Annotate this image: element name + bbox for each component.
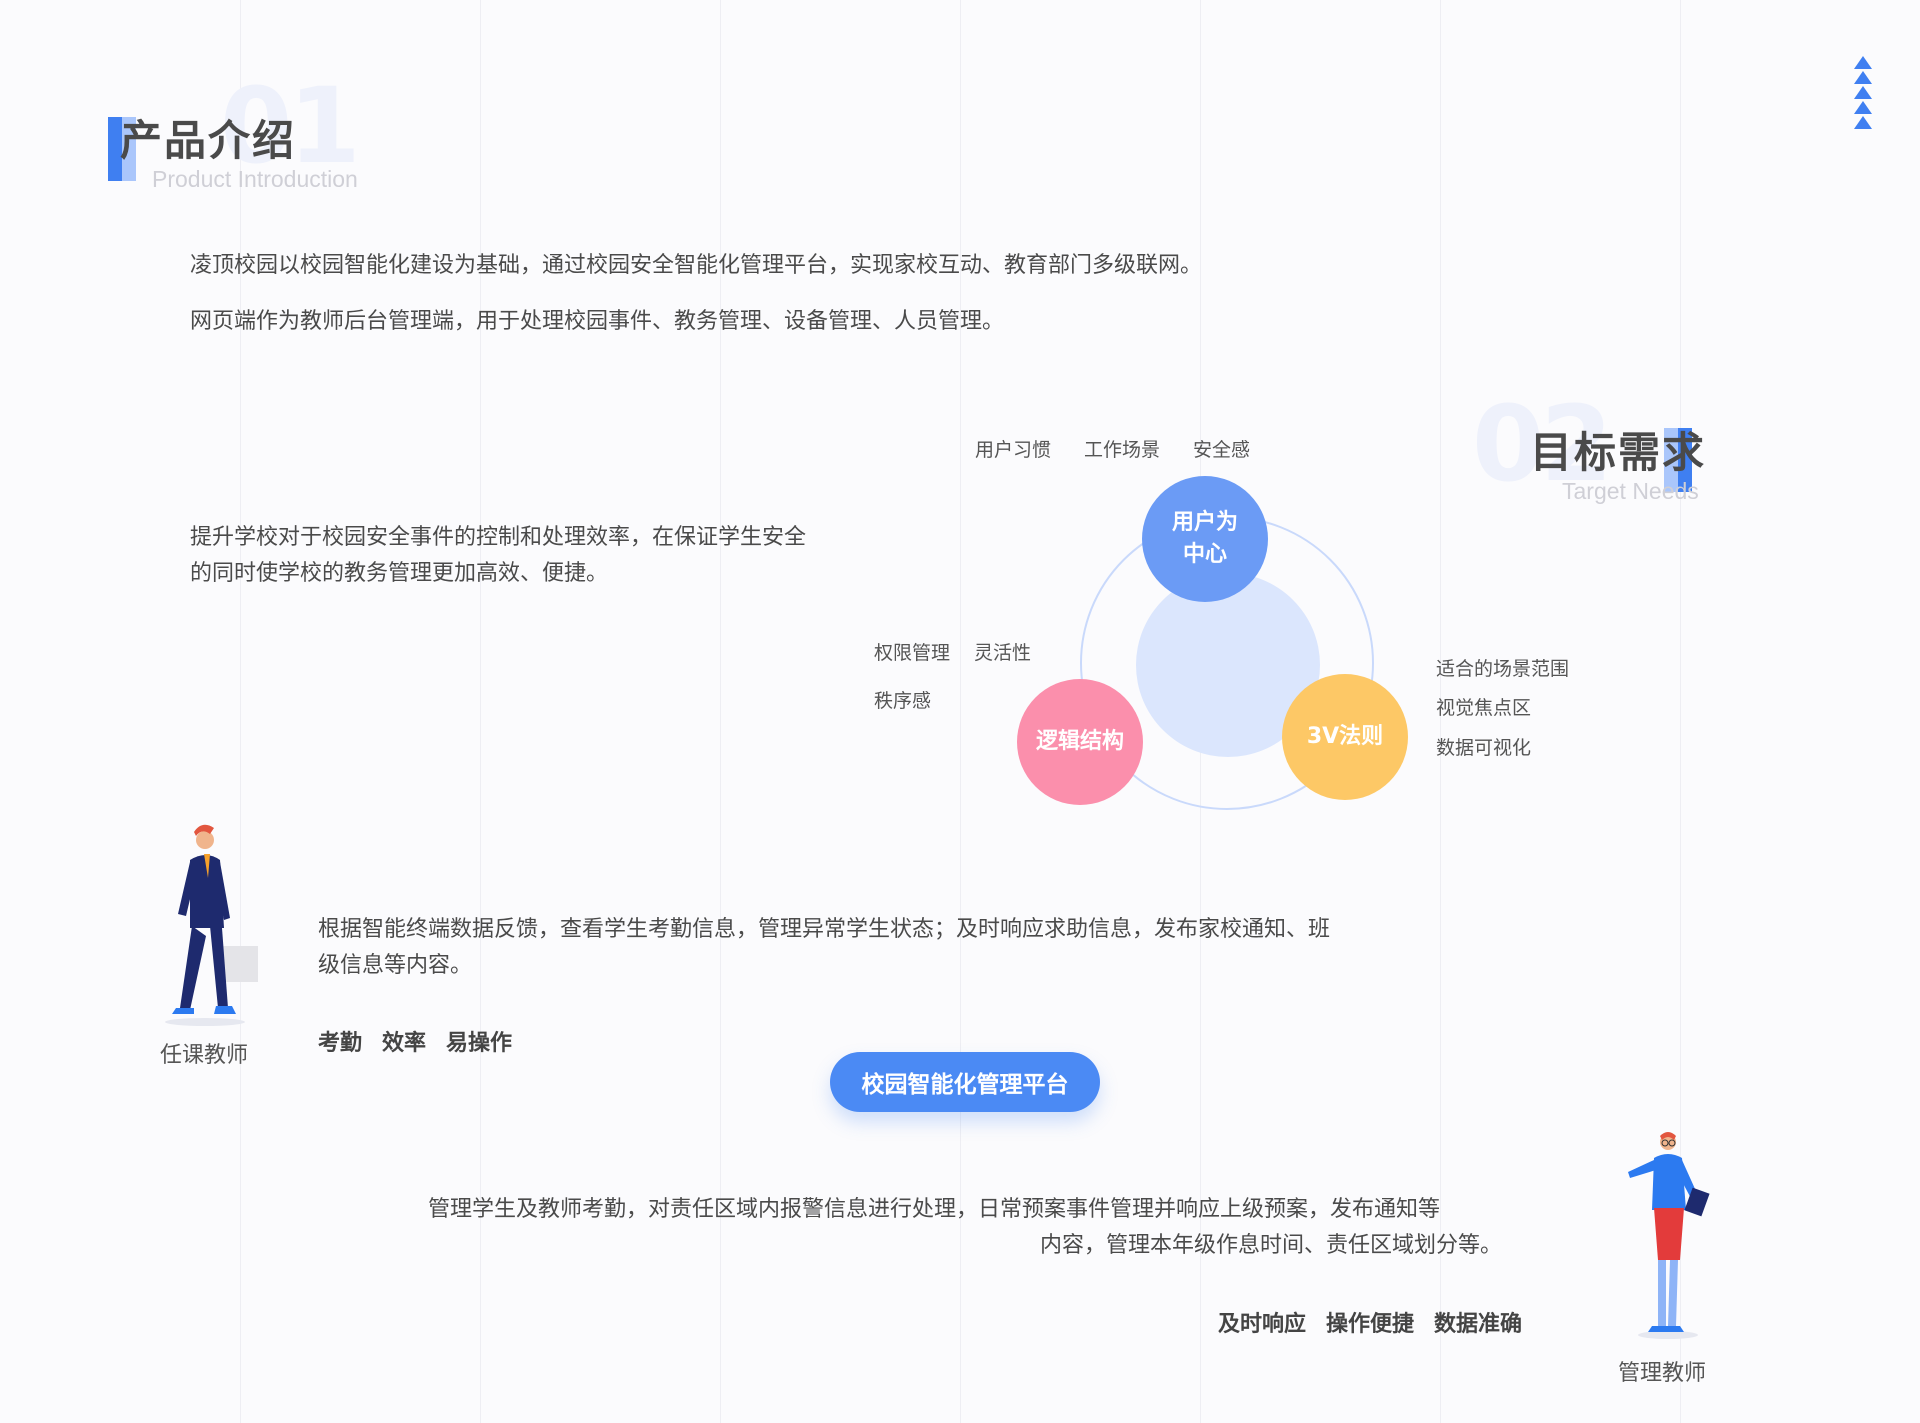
section1-paragraph-1: 凌顶校园以校园智能化建设为基础，通过校园安全智能化管理平台，实现家校互动、教育部… <box>190 253 1203 278</box>
tag-user-habit: 用户习惯 <box>975 439 1052 461</box>
tag-order: 秩序感 <box>874 690 932 712</box>
section2-accent-bar <box>1678 428 1692 492</box>
section2-accent-bar-light <box>1664 428 1678 492</box>
logic-structure-circle: 逻辑结构 <box>1017 679 1143 805</box>
teacher-illustration-icon <box>165 824 258 1026</box>
manager-description-line-1: 管理学生及教师考勤，对责任区域内报警信息进行处理，日常预案事件管理并响应上级预案… <box>428 1197 1441 1222</box>
user-centered-label-2: 中心 <box>1182 542 1227 567</box>
section1-paragraph-2: 网页端作为教师后台管理端，用于处理校园事件、教务管理、设备管理、人员管理。 <box>190 309 1005 334</box>
tag-visual-focus: 视觉焦点区 <box>1436 697 1532 719</box>
section2-title: 目标需求 <box>1530 428 1707 477</box>
manager-illustration-icon <box>1628 1132 1710 1339</box>
teacher-description-line-1: 根据智能终端数据反馈，查看学生考勤信息，管理异常学生状态；及时响应求助信息，发布… <box>318 917 1331 942</box>
section2-description-line-2: 的同时使学校的教务管理更加高效、便捷。 <box>190 561 609 586</box>
manager-tag-accurate: 数据准确 <box>1434 1312 1523 1337</box>
teacher-description-line-2: 级信息等内容。 <box>318 953 473 978</box>
manager-tags: 及时响应操作便捷数据准确 <box>1218 1306 1522 1338</box>
section2-subtitle: Target Needs <box>1562 478 1699 504</box>
teacher-tag-efficiency: 效率 <box>382 1031 427 1056</box>
teacher-role-label: 任课教师 <box>160 1043 249 1068</box>
section1-subtitle: Product Introduction <box>152 166 358 192</box>
section1-number: 01 <box>220 65 361 187</box>
three-v-rule-circle: 3V法则 <box>1282 674 1408 800</box>
user-centered-circle: 用户为中心 <box>1142 476 1268 602</box>
three-v-rule-label: 3V法则 <box>1306 724 1384 749</box>
scroll-top-arrows-icon[interactable] <box>1854 56 1874 131</box>
logic-structure-label: 逻辑结构 <box>1035 729 1124 754</box>
teacher-tag-attendance: 考勤 <box>318 1031 363 1056</box>
section2-description-line-1: 提升学校对于校园安全事件的控制和处理效率，在保证学生安全 <box>190 525 807 550</box>
tag-work-scene: 工作场景 <box>1084 439 1161 461</box>
tag-flexibility: 灵活性 <box>974 642 1032 664</box>
section1-accent-bar-light <box>122 117 136 181</box>
section1-accent-bar <box>108 117 122 181</box>
tag-permission: 权限管理 <box>874 642 951 664</box>
section1-title: 产品介绍 <box>120 116 297 165</box>
tag-data-visual: 数据可视化 <box>1436 737 1532 759</box>
manager-tag-response: 及时响应 <box>1218 1312 1307 1337</box>
manager-role-label: 管理教师 <box>1618 1361 1707 1386</box>
manager-tag-convenient: 操作便捷 <box>1326 1312 1415 1337</box>
teacher-tag-easy: 易操作 <box>446 1031 513 1056</box>
user-centered-label-1: 用户为 <box>1171 510 1238 535</box>
platform-button[interactable]: 校园智能化管理平台 <box>830 1052 1100 1112</box>
tag-scene-range: 适合的场景范围 <box>1436 658 1570 680</box>
manager-description-line-2: 内容，管理本年级作息时间、责任区域划分等。 <box>1040 1233 1503 1258</box>
tag-security: 安全感 <box>1193 439 1251 461</box>
teacher-tags: 考勤效率易操作 <box>318 1025 512 1057</box>
section2-number: 02 <box>1472 383 1613 505</box>
